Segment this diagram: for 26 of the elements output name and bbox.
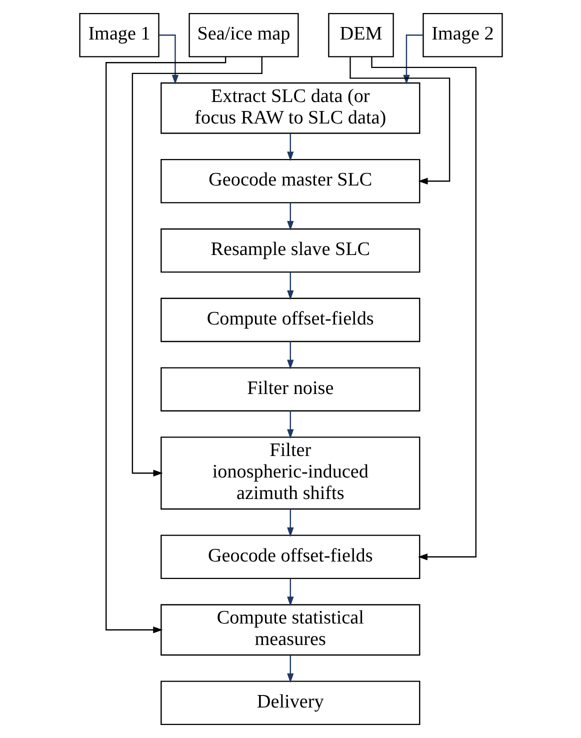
node-box: Extract SLC data (or focus RAW to SLC data): [160, 82, 420, 134]
node-box: Image 2: [422, 12, 502, 58]
arrow: [131, 56, 262, 476]
node-box: Compute offset-fields: [160, 298, 420, 342]
node-box: Filter ionospheric-induced azimuth shifts: [160, 436, 420, 510]
node-box: Compute statistical measures: [160, 604, 420, 656]
arrow: [286, 134, 294, 162]
node-box: Sea/ice map: [188, 12, 298, 58]
arrow: [286, 272, 294, 300]
arrow: [158, 34, 178, 84]
node-box: Geocode offset-fields: [160, 534, 420, 580]
node-box: Geocode master SLC: [160, 158, 420, 204]
arrow: [286, 342, 294, 370]
arrow: [105, 56, 226, 634]
node-box: Resample slave SLC: [160, 228, 420, 273]
node-box: Image 1: [78, 12, 159, 58]
arrow: [286, 655, 294, 683]
node-box: DEM: [328, 12, 394, 58]
arrow: [286, 410, 294, 439]
arrow: [349, 57, 450, 184]
arrow: [370, 56, 476, 560]
arrow: [286, 578, 294, 606]
arrow: [286, 509, 294, 537]
node-box: Filter noise: [160, 367, 420, 412]
arrow: [286, 202, 294, 231]
node-box: Delivery: [160, 680, 420, 726]
